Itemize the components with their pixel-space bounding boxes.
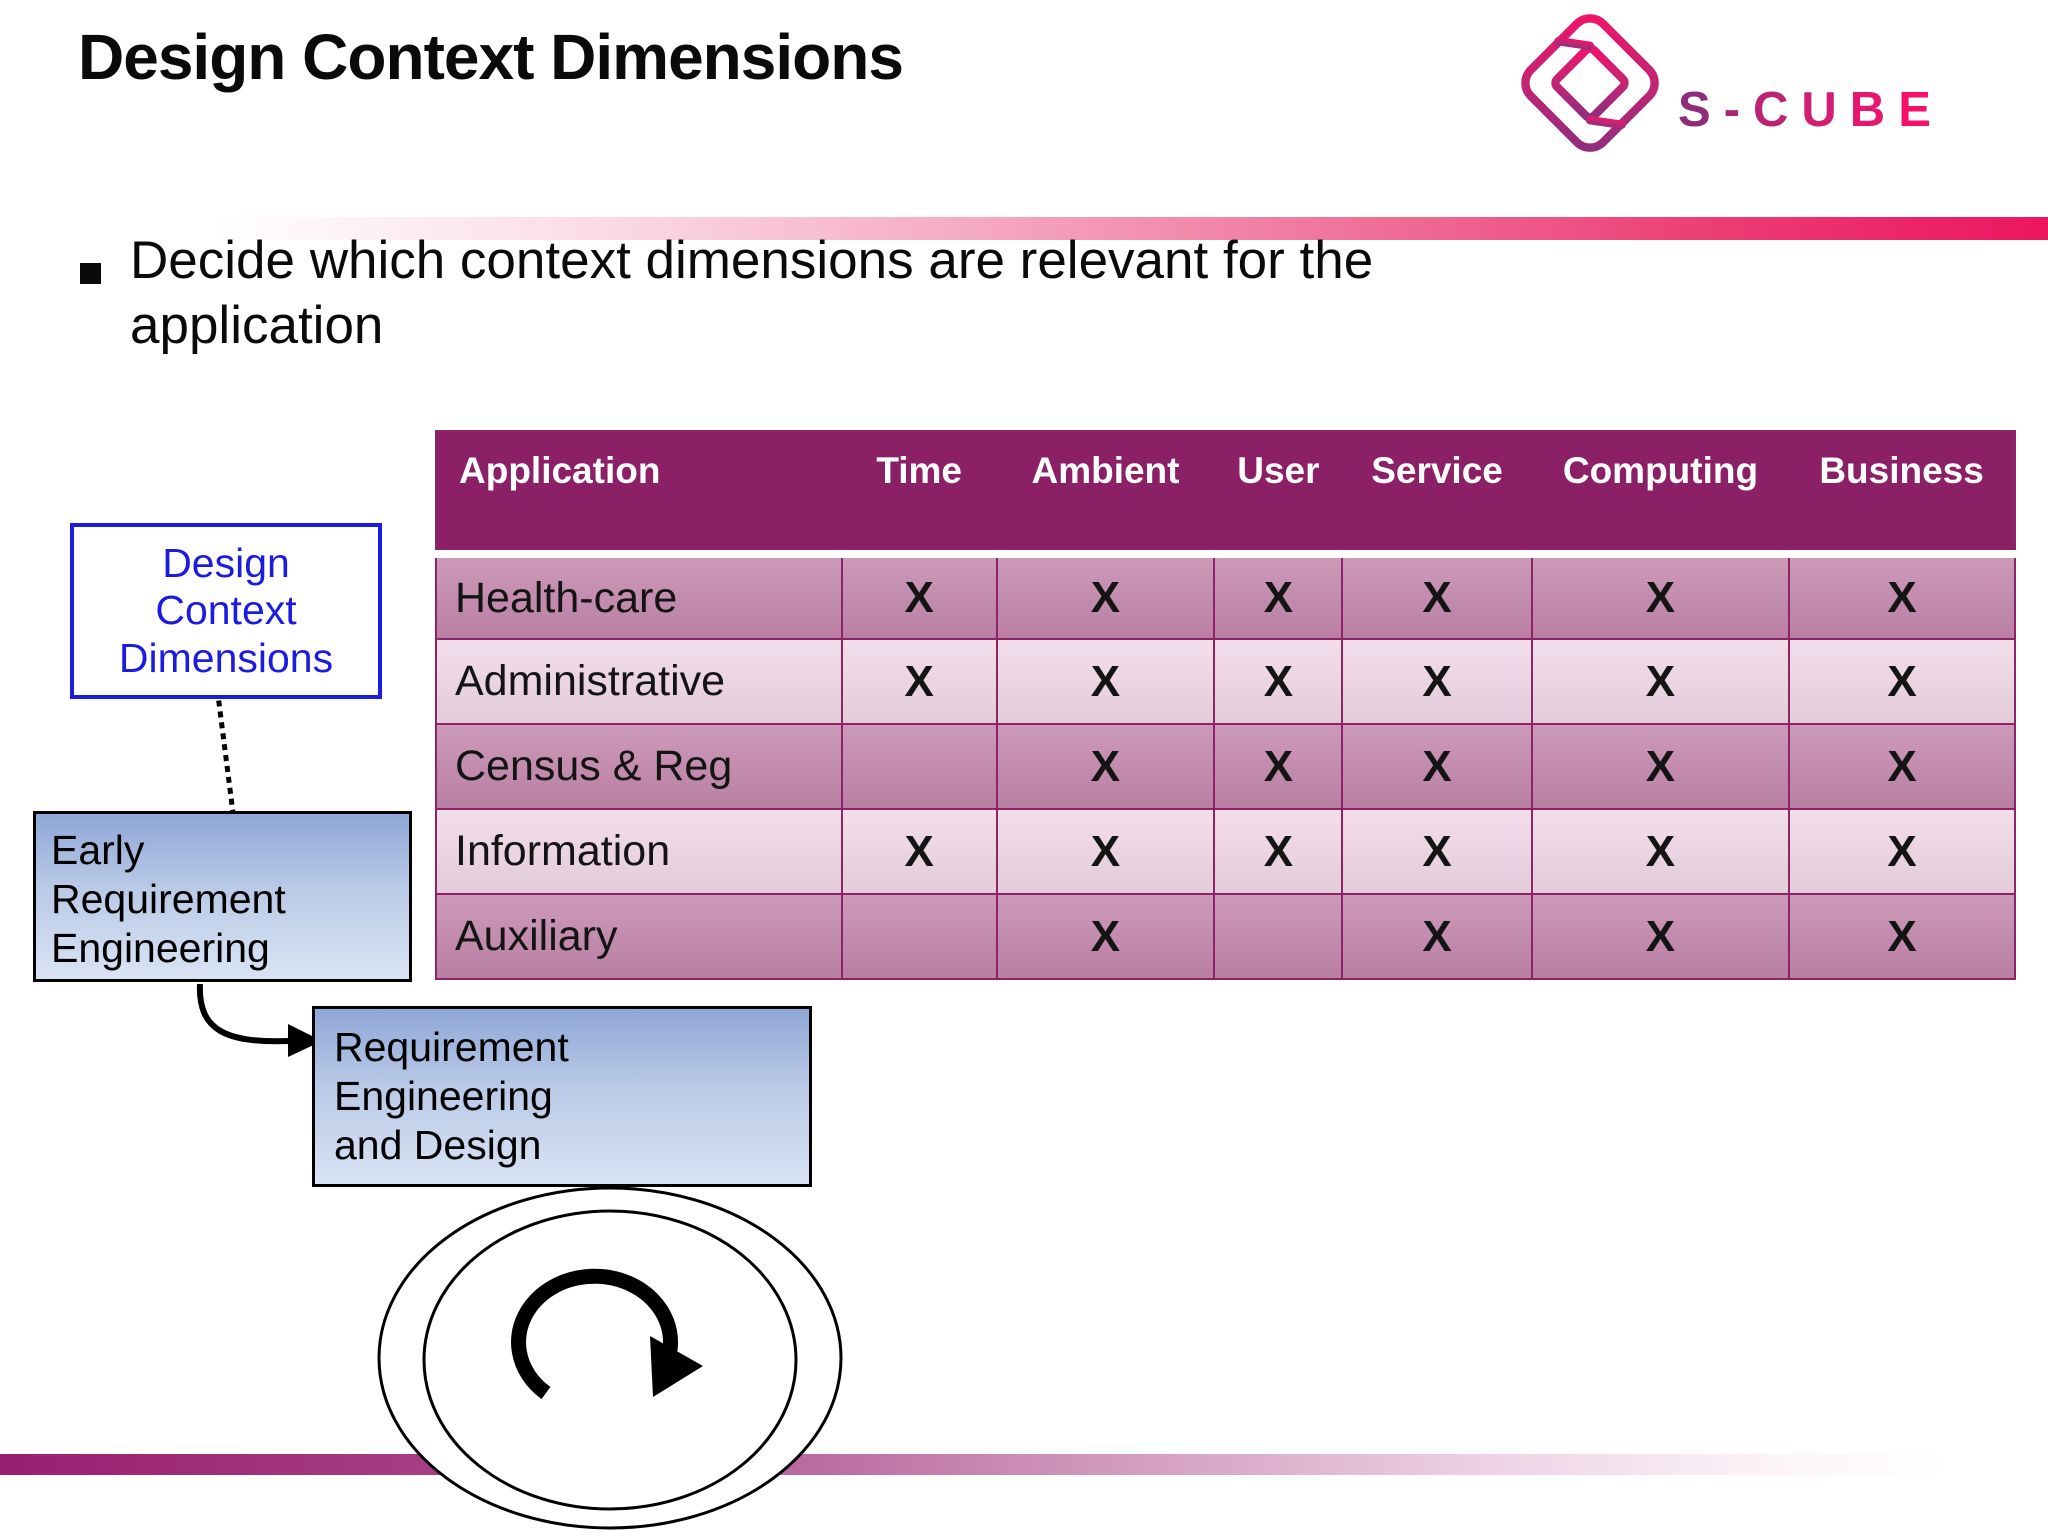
circular-arrow-head (650, 1336, 703, 1397)
row-label: Administrative (435, 638, 843, 725)
box-line: Requirement (51, 876, 286, 923)
box-line: Requirement (334, 1024, 569, 1070)
mark-cell (1213, 893, 1344, 980)
column-header-service: Service (1342, 431, 1532, 558)
mark-cell: X (1788, 553, 2016, 640)
box-line: Engineering (51, 925, 270, 972)
callout-line: Dimensions (118, 634, 334, 681)
mark-cell: X (1341, 723, 1533, 810)
mark-cell: X (840, 638, 998, 725)
bullet-marker (80, 263, 101, 284)
row-label: Information (435, 808, 843, 895)
dotted-connector-line (216, 700, 236, 816)
mark-cell: X (1341, 638, 1533, 725)
mark-cell: X (1213, 723, 1344, 810)
requirement-engineering-design-box: Requirement Engineering and Design (312, 1006, 812, 1187)
box-line: Engineering (334, 1073, 553, 1120)
s-cube-logo-icon (1521, 11, 1659, 155)
curved-arrow (196, 983, 289, 1045)
mark-cell: X (1530, 808, 1791, 895)
column-header-application: Application (436, 431, 842, 558)
bullet-text: Decide which context dimensions are rele… (130, 231, 1374, 356)
mark-cell: X (1530, 553, 1791, 640)
mark-cell: X (840, 553, 998, 640)
mark-cell: X (1213, 638, 1344, 725)
column-header-user: User (1214, 431, 1343, 558)
mark-cell: X (1788, 723, 2016, 810)
mark-cell: X (1788, 808, 2016, 895)
top-accent-bar (76, 217, 2048, 240)
column-header-business: Business (1789, 431, 2015, 558)
mark-cell: X (1530, 723, 1791, 810)
mark-cell: X (1788, 638, 2016, 725)
callout-line: Design (162, 539, 290, 586)
mark-cell: X (1341, 893, 1533, 980)
mark-cell (840, 723, 998, 810)
box-line: and Design (334, 1122, 542, 1169)
mark-cell (840, 893, 998, 980)
row-label: Auxiliary (435, 893, 843, 980)
mark-cell: X (995, 638, 1216, 725)
mark-cell: X (995, 893, 1216, 980)
design-context-dimensions-box: Design Context Dimensions (70, 523, 382, 699)
mark-cell: X (1530, 638, 1791, 725)
mark-cell: X (1788, 893, 2016, 980)
column-header-time: Time (841, 431, 997, 558)
box-line: Early (51, 827, 145, 873)
mark-cell: X (1213, 808, 1344, 895)
callout-line: Context (155, 587, 297, 634)
mark-cell: X (1341, 553, 1533, 640)
page-title: Design Context Dimensions (78, 21, 904, 93)
column-header-ambient: Ambient (996, 431, 1215, 558)
mark-cell: X (995, 808, 1216, 895)
bottom-accent-bar (0, 1454, 2048, 1475)
row-label: Census & Reg (435, 723, 843, 810)
circular-arrow-icon (511, 1268, 678, 1400)
s-cube-logo-text: S-CUBE (1678, 83, 1944, 137)
mark-cell: X (1341, 808, 1533, 895)
mark-cell: X (1530, 893, 1791, 980)
mark-cell: X (995, 723, 1216, 810)
row-label: Health-care (435, 553, 843, 640)
mark-cell: X (1213, 553, 1344, 640)
iteration-outer-circle (377, 1186, 843, 1530)
column-header-computing: Computing (1531, 431, 1790, 558)
mark-cell: X (840, 808, 998, 895)
mark-cell: X (995, 553, 1216, 640)
early-requirement-engineering-box: Early Requirement Engineering (33, 811, 412, 982)
